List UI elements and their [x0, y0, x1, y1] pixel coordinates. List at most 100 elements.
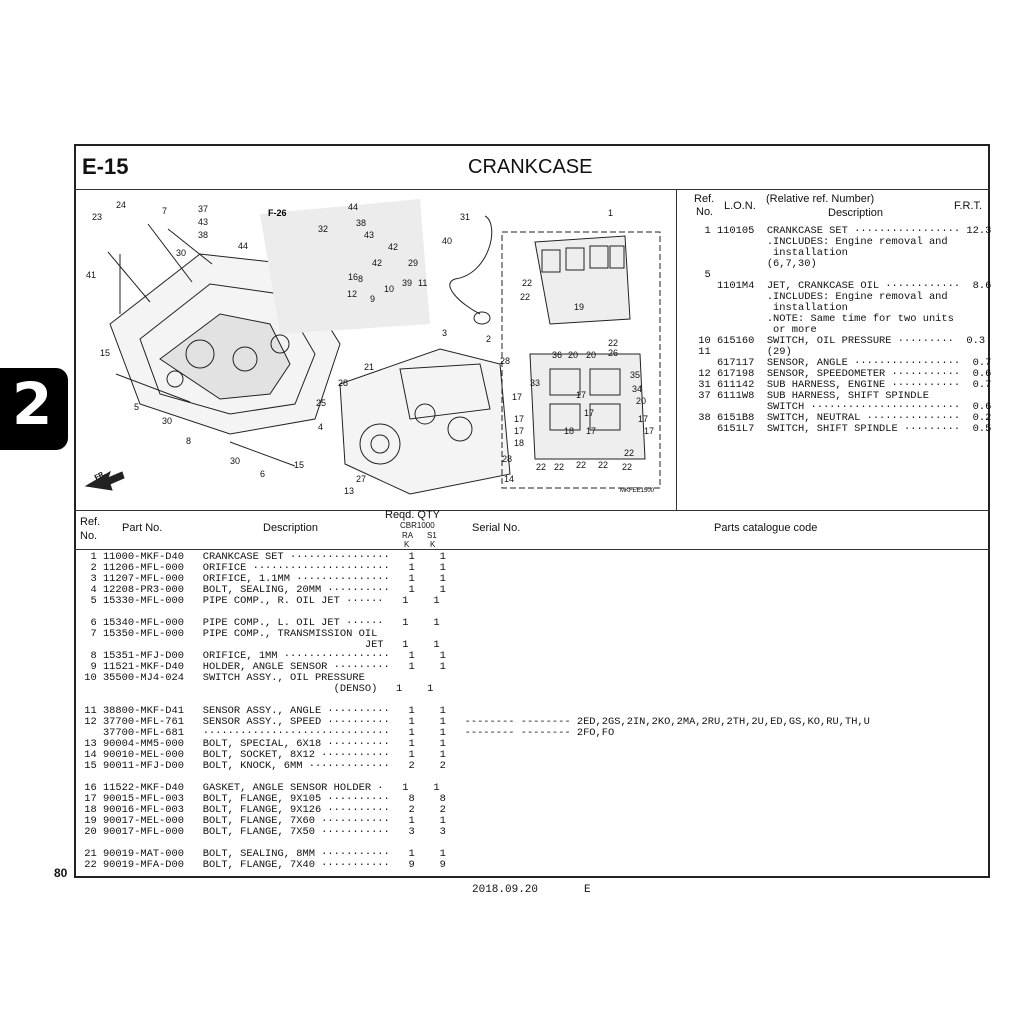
svg-text:9: 9: [370, 294, 375, 304]
table-row: 1 11000-MKF-D40 CRANKCASE SET ··········…: [78, 551, 446, 563]
svg-text:16: 16: [348, 272, 358, 282]
svg-text:20: 20: [568, 350, 578, 360]
svg-text:15: 15: [100, 348, 110, 358]
svg-text:44: 44: [348, 202, 358, 212]
svg-text:17: 17: [576, 390, 586, 400]
svg-text:8: 8: [186, 436, 191, 446]
labor-time-row: 617117 SENSOR, ANGLE ················· 0…: [692, 357, 992, 369]
svg-text:22: 22: [536, 462, 546, 472]
labor-time-row: 5: [692, 269, 711, 281]
table-row: 5 15330-MFL-000 PIPE COMP., R. OIL JET ·…: [78, 595, 440, 607]
labor-time-row: 11 (29): [692, 346, 792, 358]
labor-time-row: 1 110105 CRANKCASE SET ·················…: [692, 225, 992, 237]
svg-text:18: 18: [514, 438, 524, 448]
table-row: 2 11206-MFL-000 ORIFICE ················…: [78, 562, 446, 574]
svg-text:38: 38: [356, 218, 366, 228]
svg-text:5: 5: [134, 402, 139, 412]
svg-text:10: 10: [384, 284, 394, 294]
labor-time-row: 31 611142 SUB HARNESS, ENGINE ··········…: [692, 379, 992, 391]
svg-text:34: 34: [632, 384, 642, 394]
svg-text:35: 35: [630, 370, 640, 380]
pt-no-header: No.: [80, 530, 98, 542]
svg-text:7: 7: [162, 206, 167, 216]
svg-text:1: 1: [608, 208, 613, 218]
svg-text:17: 17: [638, 414, 648, 424]
svg-text:4: 4: [318, 422, 323, 432]
svg-text:44: 44: [238, 241, 248, 251]
svg-text:22: 22: [598, 460, 608, 470]
svg-text:40: 40: [442, 236, 452, 246]
labor-time-row: 10 615160 SWITCH, OIL PRESSURE ·········…: [692, 335, 986, 347]
svg-text:26: 26: [608, 348, 618, 358]
table-row: 14 90010-MEL-000 BOLT, SOCKET, 8X12 ····…: [78, 749, 446, 761]
table-row: 4 12208-PR3-000 BOLT, SEALING, 20MM ····…: [78, 584, 446, 596]
table-row: 19 90017-MEL-000 BOLT, FLANGE, 7X60 ····…: [78, 815, 446, 827]
svg-text:25: 25: [316, 398, 326, 408]
svg-text:22: 22: [622, 462, 632, 472]
svg-text:15: 15: [294, 460, 304, 470]
table-row: 7 15350-MFL-000 PIPE COMP., TRANSMISSION…: [78, 628, 378, 640]
labor-time-row: installation: [692, 302, 848, 314]
diagram-divider: [676, 189, 677, 511]
svg-text:17: 17: [514, 414, 524, 424]
header-divider: [74, 189, 990, 190]
parts-table-top-line: [74, 510, 990, 511]
labor-time-row: SWITCH ························ 0.6: [692, 401, 992, 413]
rt-relative-header: (Relative ref. Number): [766, 193, 875, 205]
svg-text:30: 30: [176, 248, 186, 258]
rt-frt-header: F.R.T.: [954, 200, 983, 212]
table-row: 10 35500-MJ4-024 SWITCH ASSY., OIL PRESS…: [78, 672, 365, 684]
svg-text:27: 27: [356, 474, 366, 484]
table-row: 37700-MFL-681 ··························…: [78, 727, 615, 739]
pt-model-header: CBR1000: [400, 521, 435, 530]
pt-description-header: Description: [263, 522, 319, 534]
svg-text:39: 39: [402, 278, 412, 288]
svg-text:12: 12: [347, 289, 357, 299]
pt-ref-header: Ref.: [80, 516, 101, 528]
pt-serial-header: Serial No.: [472, 522, 521, 534]
svg-text:31: 31: [460, 212, 470, 222]
svg-text:2: 2: [486, 334, 491, 344]
svg-text:17: 17: [644, 426, 654, 436]
svg-text:13: 13: [344, 486, 354, 496]
labor-time-row: .INCLUDES: Engine removal and: [692, 291, 948, 303]
svg-text:22: 22: [554, 462, 564, 472]
labor-time-table: 1 110105 CRANKCASE SET ·················…: [692, 226, 991, 435]
labor-time-row: 38 6151B8 SWITCH, NEUTRAL ··············…: [692, 412, 992, 424]
footer-date: 2018.09.20: [472, 884, 539, 896]
page-number: 80: [54, 866, 68, 880]
labor-time-row: .INCLUDES: Engine removal and: [692, 236, 948, 248]
table-row: 22 90019-MFA-D00 BOLT, FLANGE, 7X40 ····…: [78, 859, 446, 871]
svg-text:20: 20: [636, 396, 646, 406]
labor-time-row: installation: [692, 247, 848, 259]
rt-lon-header: L.O.N.: [724, 200, 756, 212]
svg-text:22: 22: [520, 292, 530, 302]
svg-text:37: 37: [198, 204, 208, 214]
svg-text:42: 42: [388, 242, 398, 252]
pt-catalogue-header: Parts catalogue code: [714, 522, 818, 534]
svg-text:6: 6: [260, 469, 265, 479]
labor-time-row: 6151L7 SWITCH, SHIFT SPINDLE ········· 0…: [692, 423, 992, 435]
table-row: 6 15340-MFL-000 PIPE COMP., L. OIL JET ·…: [78, 617, 440, 629]
table-row: (DENSO) 1 1: [78, 683, 434, 695]
pt-qty-header: Reqd. QTY: [385, 509, 441, 521]
table-row: 8 15351-MFJ-D00 ORIFICE, 1MM ···········…: [78, 650, 446, 662]
figure-reference: F-26: [268, 208, 287, 218]
svg-text:28: 28: [502, 454, 512, 464]
pt-s1-header: S1: [427, 531, 437, 540]
pt-k1-header: K: [404, 540, 410, 549]
page-frame: [74, 144, 990, 878]
labor-time-row: (6,7,30): [692, 258, 817, 270]
table-row: 16 11522-MKF-D40 GASKET, ANGLE SENSOR HO…: [78, 782, 440, 794]
svg-text:30: 30: [230, 456, 240, 466]
svg-text:24: 24: [116, 200, 126, 210]
table-row: 11 38800-MKF-D41 SENSOR ASSY., ANGLE ···…: [78, 705, 446, 717]
svg-text:32: 32: [318, 224, 328, 234]
table-row: 21 90019-MAT-000 BOLT, SEALING, 8MM ····…: [78, 848, 446, 860]
svg-text:17: 17: [514, 426, 524, 436]
rt-description-header: Description: [828, 207, 884, 219]
svg-text:11: 11: [418, 278, 427, 288]
labor-time-row: 1101M4 JET, CRANKCASE OIL ············ 8…: [692, 280, 992, 292]
svg-text:28: 28: [500, 356, 510, 366]
section-tab-label: 2: [12, 370, 53, 438]
